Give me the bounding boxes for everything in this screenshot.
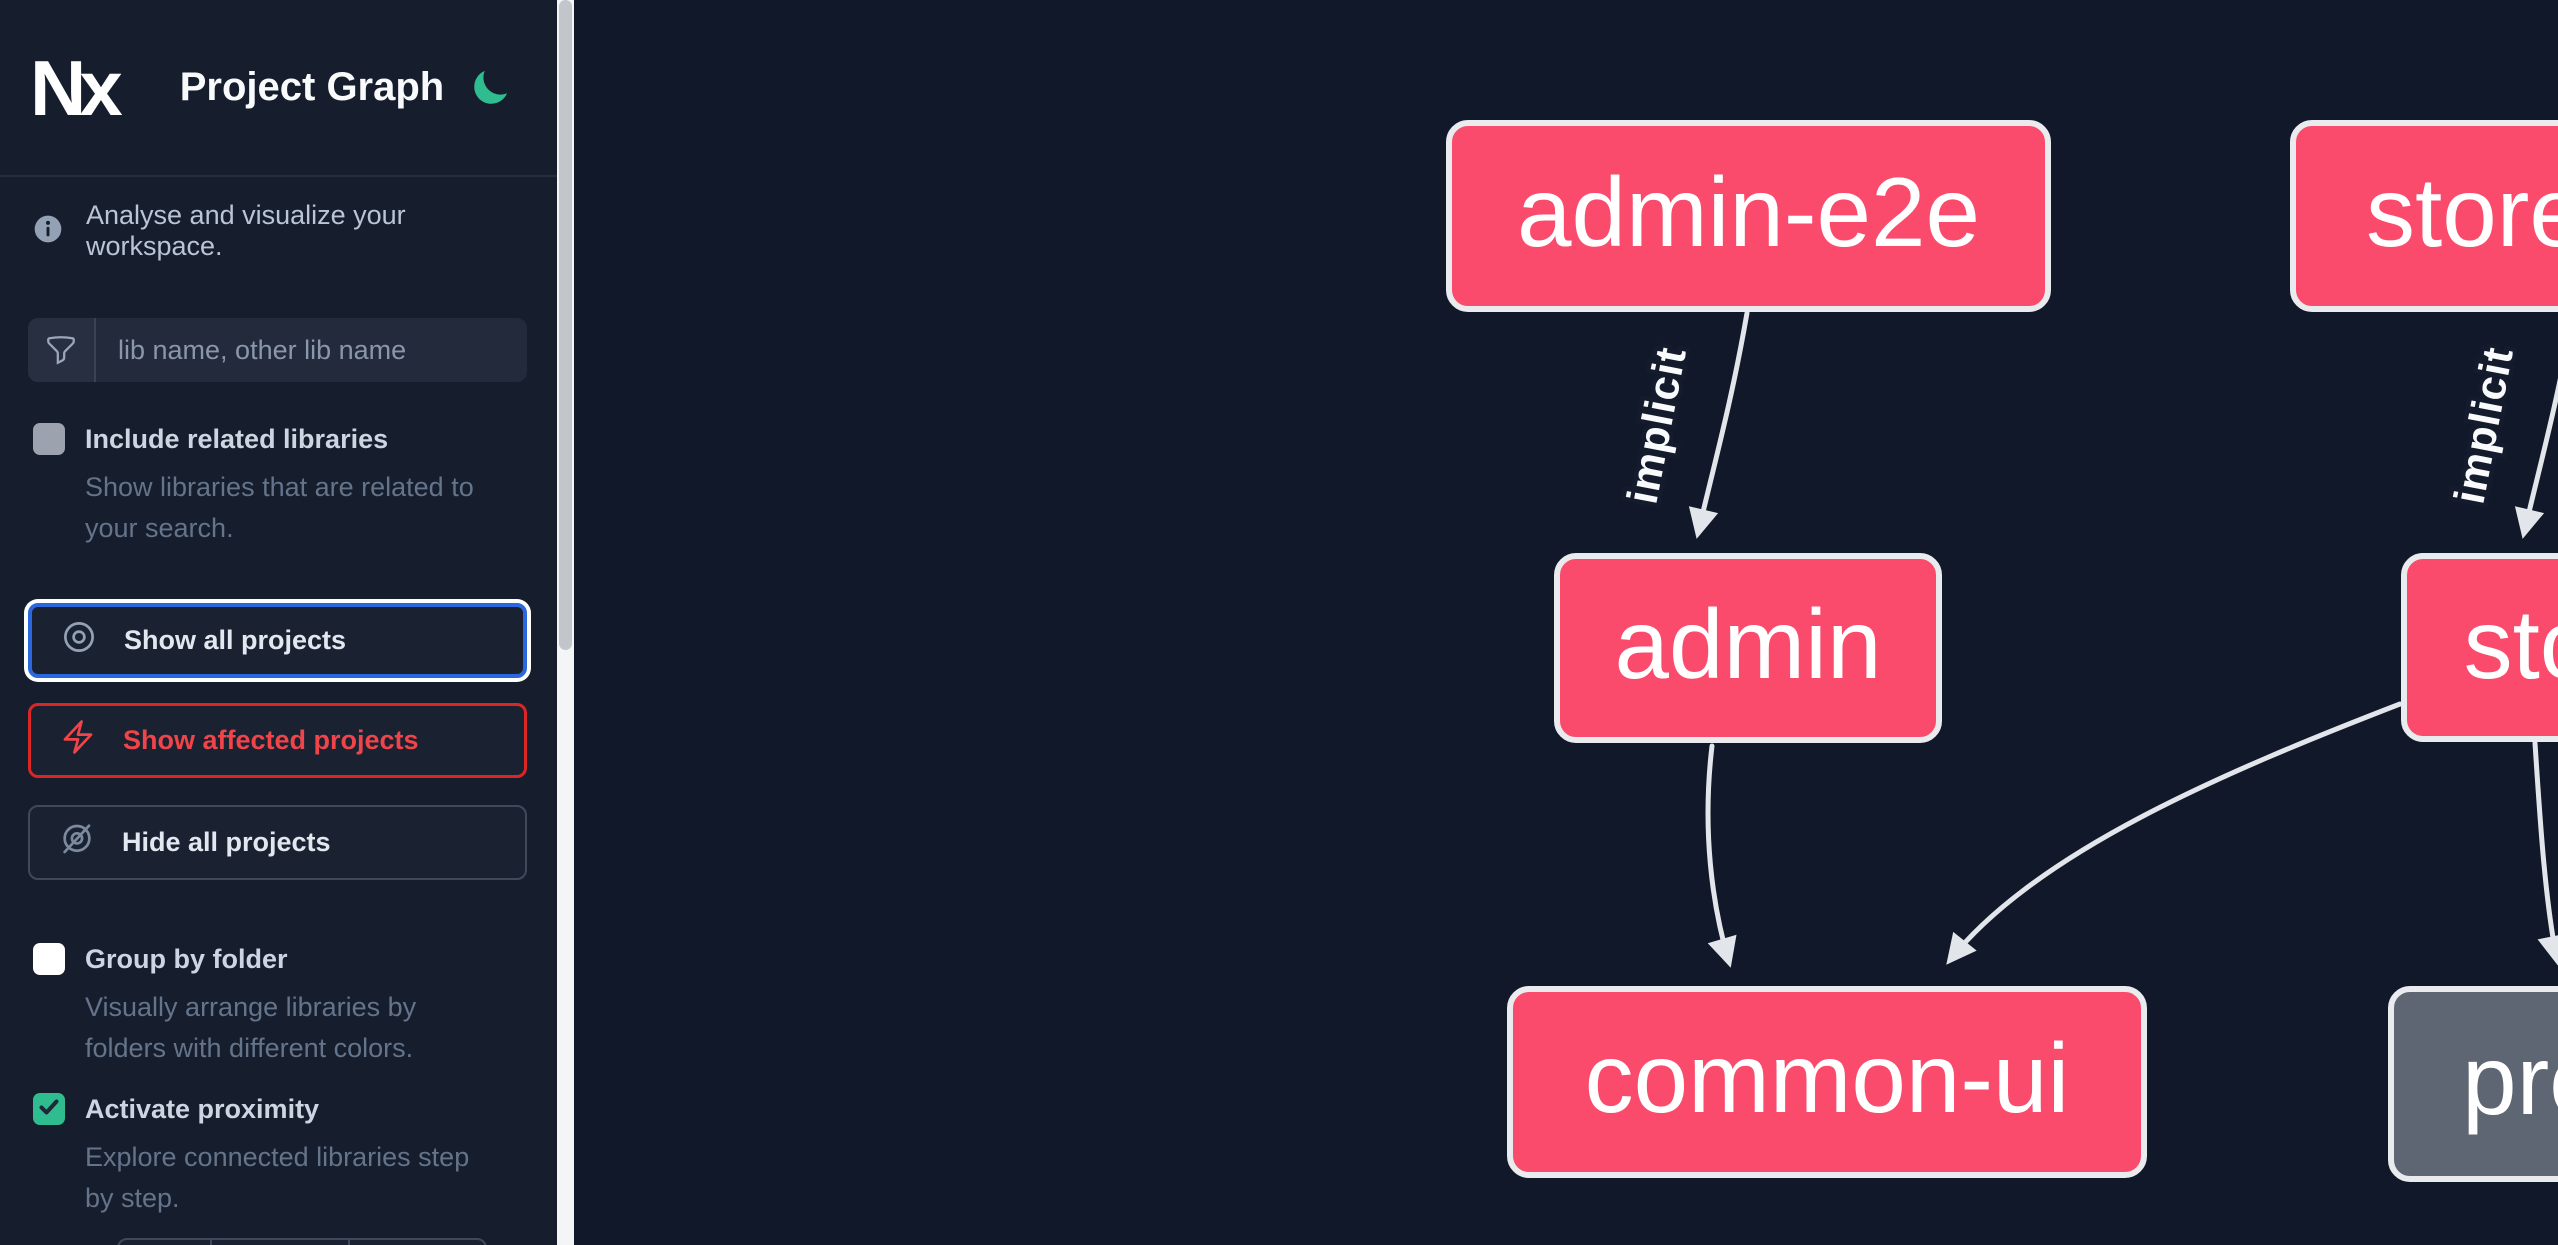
graph-node-store[interactable]: store [2401,553,2558,742]
edge-admin-to-common-ui [1705,743,1737,968]
filter-icon [28,318,96,382]
dark-mode-toggle[interactable] [469,67,511,109]
project-graph-canvas[interactable]: implicit implicit admin-e2e store-e2e ad… [574,0,2558,1245]
edge-label-implicit-left: implicit [1619,343,1696,508]
show-affected-projects-button[interactable]: Show affected projects [28,703,527,778]
graph-node-products[interactable]: products [2388,986,2558,1182]
checkmark-icon [37,1095,61,1124]
edge-admin-e2e-to-admin [1688,310,1750,539]
group-by-folder-checkbox[interactable] [33,943,65,975]
include-related-option: Include related libraries Show libraries… [33,423,533,549]
graph-node-store-e2e[interactable]: store-e2e [2290,120,2558,312]
edge-store-to-products [2532,740,2558,966]
node-label: admin [1614,589,1882,699]
workspace-tagline: Analyse and visualize your workspace. [32,200,537,262]
sidebar: Nx Project Graph Analyse and visualize y… [0,0,557,1245]
search-input[interactable] [96,318,527,382]
tagline-text: Analyse and visualize your workspace. [86,200,406,261]
page-title: Project Graph [179,65,445,109]
edge-store-to-common-ui [1946,701,2403,965]
group-by-folder-option: Group by folder Visually arrange librari… [33,943,533,1069]
info-icon [32,213,64,250]
search-box [28,318,527,382]
activate-proximity-option: Activate proximity Explore connected lib… [33,1093,533,1219]
hide-all-projects-label: Hide all projects [122,827,331,857]
activate-proximity-checkbox[interactable] [33,1093,65,1125]
include-related-description: Show libraries that are related to your … [85,472,474,543]
show-all-projects-button[interactable]: Show all projects [28,603,527,678]
graph-node-common-ui[interactable]: common-ui [1507,986,2147,1178]
show-affected-projects-label: Show affected projects [123,725,419,755]
show-all-projects-label: Show all projects [124,625,347,655]
include-related-checkbox[interactable] [33,423,65,455]
nx-logo: Nx [30,43,123,132]
activate-proximity-label[interactable]: Activate proximity [85,1094,320,1124]
node-label: common-ui [1584,1023,2070,1133]
group-by-folder-description: Visually arrange libraries by folders wi… [85,992,417,1063]
activate-proximity-description: Explore connected libraries step by step… [85,1142,470,1213]
include-related-label[interactable]: Include related libraries [85,424,389,454]
proximity-stepper-control[interactable] [117,1238,487,1245]
moon-icon [469,70,511,113]
graph-node-admin[interactable]: admin [1554,553,1942,743]
sidebar-scrollbar-thumb[interactable] [559,0,572,650]
graph-node-admin-e2e[interactable]: admin-e2e [1446,120,2051,312]
edge-store-e2e-to-store [2514,377,2558,539]
eye-off-icon [58,820,96,865]
graph-edges: implicit implicit [1614,310,2558,968]
node-label: store [2463,588,2558,699]
node-label: products [2462,1025,2558,1135]
node-label: store-e2e [2365,157,2558,267]
hide-all-projects-button[interactable]: Hide all projects [28,805,527,880]
eye-icon [60,618,98,663]
sidebar-scrollbar-track[interactable] [557,0,574,1245]
sidebar-header: Nx Project Graph [0,0,557,177]
edge-label-implicit-right: implicit [2446,343,2523,508]
node-label: admin-e2e [1516,157,1981,267]
lightning-icon [59,718,97,763]
group-by-folder-label[interactable]: Group by folder [85,944,288,974]
